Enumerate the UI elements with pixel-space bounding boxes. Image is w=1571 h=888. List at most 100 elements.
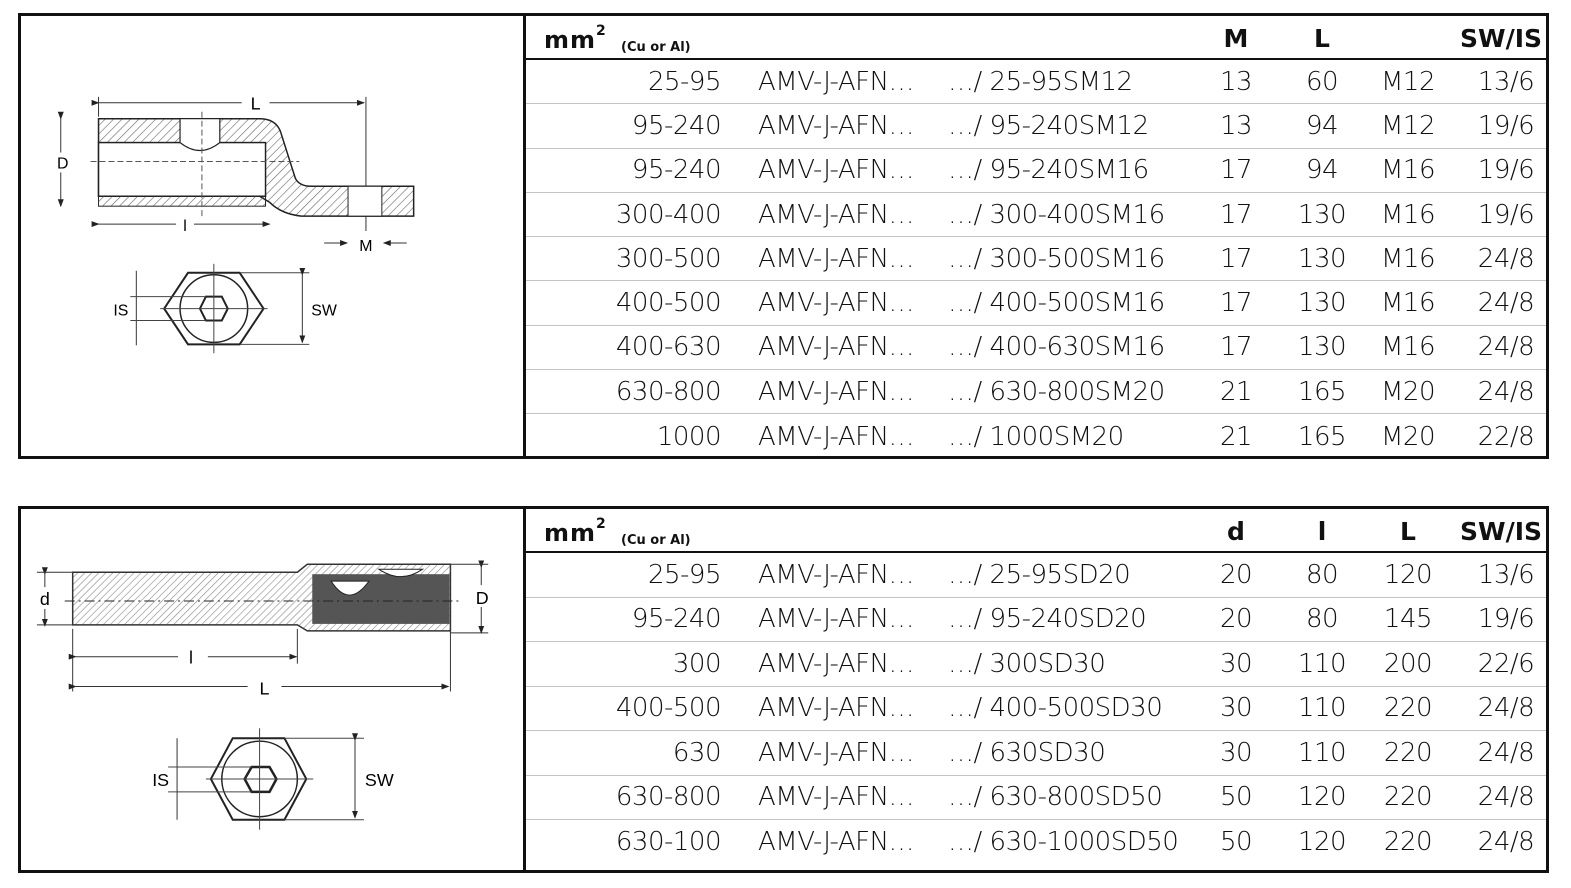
cell-cross-section: 300 (672, 648, 722, 679)
unit-label: mm2 (544, 23, 607, 54)
cell-c4: 24/8 (1477, 332, 1535, 363)
material-label: (Cu or Al) (621, 40, 691, 55)
cell-cross-section: 25-95 (647, 559, 722, 590)
label-D: D (57, 155, 68, 172)
cell-c1: 30 (1219, 693, 1253, 724)
cell-product-code: …/ 95-240SM16 (948, 155, 1149, 186)
cell-c2: 130 (1297, 243, 1347, 274)
cable-lug-technical-drawing: L D l M (52, 89, 415, 354)
cell-product-code: …/ 630SD30 (948, 737, 1106, 768)
cell-product-code: …/ 95-240SM12 (948, 110, 1149, 141)
cell-product-code: …/ 25-95SM12 (948, 66, 1133, 97)
col-header-l: l (1317, 517, 1327, 546)
cell-product-code: …/ 400-630SM16 (948, 332, 1165, 363)
cell-c2: 120 (1297, 827, 1347, 858)
cell-c1: 17 (1219, 332, 1253, 363)
cell-c3: M16 (1380, 288, 1436, 319)
cell-c2: 130 (1297, 332, 1347, 363)
cell-product-prefix: AMV-J-AFN… (758, 199, 915, 230)
cell-c3: 220 (1383, 737, 1433, 768)
cell-c3: M20 (1380, 376, 1436, 407)
table-row: 400-500 AMV-J-AFN… …/ 400-500SM16 17 130 M16 2… (526, 281, 1546, 326)
col-header-d: d (1227, 517, 1245, 546)
cell-cross-section: 95-240 (631, 110, 722, 141)
lug-bore (97, 141, 267, 197)
cell-product-prefix: AMV-J-AFN… (758, 110, 915, 141)
cell-cross-section: 95-240 (631, 604, 722, 635)
cell-c2: 165 (1297, 376, 1347, 407)
cell-product-prefix: AMV-J-AFN… (758, 376, 915, 407)
cell-product-prefix: AMV-J-AFN… (758, 737, 915, 768)
cell-c1: 17 (1219, 288, 1253, 319)
cell-c4: 22/6 (1477, 648, 1535, 679)
table-header: mm2 (Cu or Al) d l L SW/IS (526, 509, 1546, 553)
col-header-M: M (1223, 24, 1249, 53)
cell-c4: 19/6 (1477, 604, 1535, 635)
cell-c2: 60 (1305, 66, 1339, 97)
cell-product-prefix: AMV-J-AFN… (758, 288, 915, 319)
cell-c1: 20 (1219, 604, 1253, 635)
cable-lug-drawing: L D l M (21, 16, 526, 456)
label-D: D (476, 588, 489, 608)
cell-c3: 220 (1383, 827, 1433, 858)
label-l: l (189, 648, 193, 668)
label-IS: IS (113, 303, 128, 320)
cell-c2: 130 (1297, 288, 1347, 319)
cell-cross-section: 1000 (656, 421, 722, 452)
label-SW: SW (365, 770, 394, 790)
cell-cross-section: 25-95 (647, 66, 722, 97)
label-SW: SW (311, 303, 337, 320)
cell-c3: 200 (1383, 648, 1433, 679)
cell-c3: M16 (1380, 155, 1436, 186)
cell-c4: 19/6 (1477, 155, 1535, 186)
cell-c2: 120 (1297, 782, 1347, 813)
cell-product-code: …/ 300-400SM16 (948, 199, 1165, 230)
cell-product-code: …/ 630-800SD50 (948, 782, 1163, 813)
cell-product-prefix: AMV-J-AFN… (758, 604, 915, 635)
cell-c1: 30 (1219, 737, 1253, 768)
cell-c3: 120 (1383, 559, 1433, 590)
cell-cross-section: 630-100 (615, 827, 722, 858)
cell-c1: 17 (1219, 199, 1253, 230)
cell-c1: 30 (1219, 648, 1253, 679)
cell-c4: 22/8 (1477, 421, 1535, 452)
cell-product-code: …/ 300-500SM16 (948, 243, 1165, 274)
cell-c1: 13 (1219, 110, 1253, 141)
cell-c2: 94 (1305, 155, 1339, 186)
label-d: d (40, 589, 50, 609)
cell-c2: 130 (1297, 199, 1347, 230)
cell-c4: 24/8 (1477, 288, 1535, 319)
cell-c3: M16 (1380, 332, 1436, 363)
cell-cross-section: 400-500 (615, 288, 722, 319)
cell-c4: 24/8 (1477, 693, 1535, 724)
cell-c2: 165 (1297, 421, 1347, 452)
cell-c2: 110 (1297, 693, 1347, 724)
cell-product-code: …/ 400-500SM16 (948, 288, 1165, 319)
cell-c2: 80 (1305, 604, 1339, 635)
cell-product-code: …/ 630-800SM20 (948, 376, 1165, 407)
table-header: mm2 (Cu or Al) M L SW/IS (526, 16, 1546, 60)
cell-product-prefix: AMV-J-AFN… (758, 421, 915, 452)
cell-cross-section: 400-630 (615, 332, 722, 363)
cell-product-code: …/ 1000SM20 (948, 421, 1124, 452)
cell-c4: 13/6 (1477, 559, 1535, 590)
cell-c3: M16 (1380, 243, 1436, 274)
cell-product-prefix: AMV-J-AFN… (758, 827, 915, 858)
cell-product-code: …/ 300SD30 (948, 648, 1106, 679)
col-header-sw-is: SW/IS (1459, 24, 1543, 53)
cell-c4: 19/6 (1477, 110, 1535, 141)
cell-cross-section: 400-500 (615, 693, 722, 724)
cell-c1: 17 (1219, 155, 1253, 186)
cell-c1: 21 (1219, 376, 1253, 407)
cell-c1: 21 (1219, 421, 1253, 452)
